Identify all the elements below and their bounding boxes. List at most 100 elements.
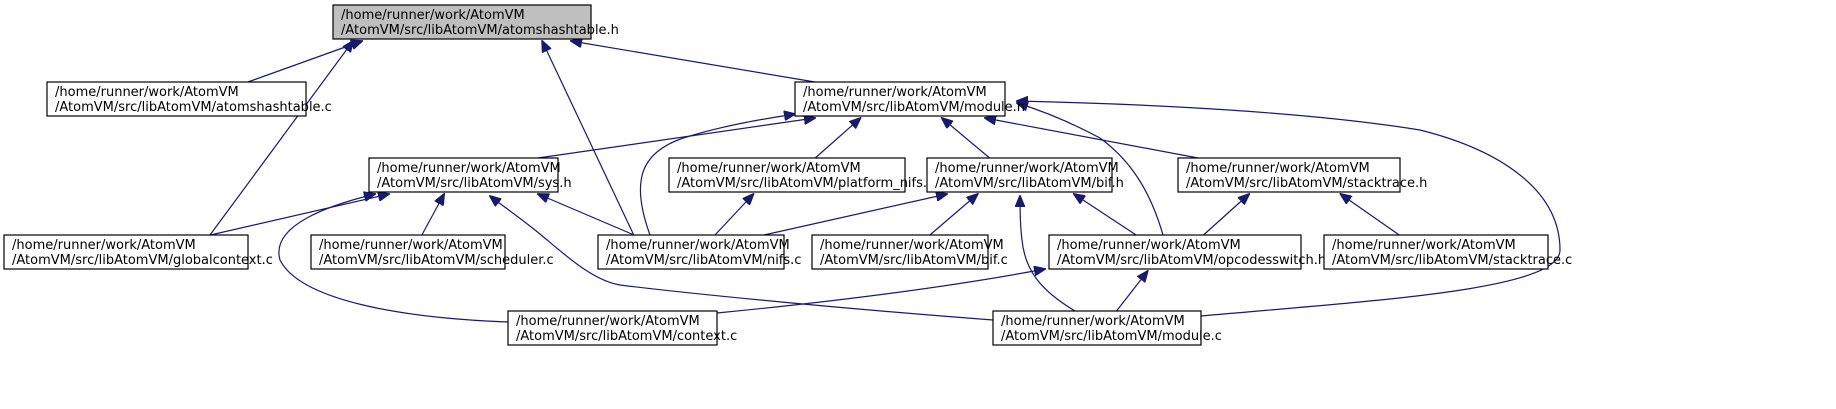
edge-line xyxy=(278,194,509,323)
node-box xyxy=(668,157,906,193)
node-box xyxy=(1048,234,1302,270)
node-label-line1: /home/runner/work/AtomVM xyxy=(12,238,196,253)
edge-nifs_c-to-module_h xyxy=(639,114,795,236)
node-stacktrace-c[interactable]: /home/runner/work/AtomVM/AtomVM/src/libA… xyxy=(1323,234,1572,270)
edge-line xyxy=(1074,194,1137,236)
edge-globalcontext_c-to-atomshashtable_h xyxy=(209,41,353,236)
node-label-line2: /AtomVM/src/libAtomVM/bif.c xyxy=(820,253,1008,268)
node-label-line1: /home/runner/work/AtomVM xyxy=(377,161,561,176)
node-label-line1: /home/runner/work/AtomVM xyxy=(341,8,525,23)
node-label-line1: /home/runner/work/AtomVM xyxy=(1001,314,1185,329)
node-box xyxy=(332,4,592,40)
node-label-line2: /AtomVM/src/libAtomVM/atomshashtable.c xyxy=(55,100,332,115)
edge-line xyxy=(210,194,389,236)
node-label-line2: /AtomVM/src/libAtomVM/stacktrace.c xyxy=(1332,253,1572,268)
edge-nifs_c-to-platform_nifs_h xyxy=(714,194,753,236)
edge-opcodesswitch_h-to-bif_h xyxy=(1074,194,1137,236)
node-label-line1: /home/runner/work/AtomVM xyxy=(1186,161,1370,176)
edge-nifs_c-to-bif_h xyxy=(763,194,947,236)
edge-line xyxy=(1203,194,1250,236)
node-label-line1: /home/runner/work/AtomVM xyxy=(677,161,861,176)
node-platform-nifs-h[interactable]: /home/runner/work/AtomVM/AtomVM/src/libA… xyxy=(668,157,935,193)
node-label-line2: /AtomVM/src/libAtomVM/platform_nifs.h xyxy=(677,176,935,191)
node-box xyxy=(926,157,1113,193)
node-context-c[interactable]: /home/runner/work/AtomVM/AtomVM/src/libA… xyxy=(507,310,737,346)
node-atomshashtable-h: /home/runner/work/AtomVM/AtomVM/src/libA… xyxy=(332,4,619,40)
node-box xyxy=(992,310,1202,346)
edge-line xyxy=(421,194,444,236)
edge-atomshashtable_c-to-atomshashtable_h xyxy=(247,41,362,83)
node-label-line2: /AtomVM/src/libAtomVM/globalcontext.c xyxy=(12,253,273,268)
edge-nifs_c-to-sys_h xyxy=(538,194,635,236)
node-label-line2: /AtomVM/src/libAtomVM/context.c xyxy=(516,329,737,344)
node-label-line2: /AtomVM/src/libAtomVM/stacktrace.h xyxy=(1186,176,1427,191)
node-box xyxy=(3,234,249,270)
nodes-layer: /home/runner/work/AtomVM/AtomVM/src/libA… xyxy=(3,4,1572,346)
node-label-line2: /AtomVM/src/libAtomVM/opcodesswitch.h xyxy=(1057,253,1326,268)
edge-context_c-to-opcodesswitch_h xyxy=(716,269,1045,314)
node-box xyxy=(310,234,506,270)
edge-module_c-to-sys_h xyxy=(490,196,994,321)
edge-nifs_c-to-atomshashtable_h xyxy=(542,41,635,236)
node-box xyxy=(507,310,718,346)
node-label-line2: /AtomVM/src/libAtomVM/module.h xyxy=(803,100,1025,115)
edge-module_c-to-opcodesswitch_h xyxy=(1116,271,1148,312)
node-box xyxy=(597,234,785,270)
edge-line xyxy=(639,114,795,236)
edge-opcodesswitch_h-to-module_h xyxy=(1017,103,1164,236)
node-opcodesswitch-h[interactable]: /home/runner/work/AtomVM/AtomVM/src/libA… xyxy=(1048,234,1326,270)
node-nifs-c[interactable]: /home/runner/work/AtomVM/AtomVM/src/libA… xyxy=(597,234,801,270)
edge-line xyxy=(542,41,635,236)
edge-line xyxy=(985,118,1199,159)
node-label-line1: /home/runner/work/AtomVM xyxy=(1332,238,1516,253)
edge-stacktrace_h-to-module_h xyxy=(985,118,1199,159)
node-label-line1: /home/runner/work/AtomVM xyxy=(935,161,1119,176)
node-module-h[interactable]: /home/runner/work/AtomVM/AtomVM/src/libA… xyxy=(794,81,1025,117)
node-bif-c[interactable]: /home/runner/work/AtomVM/AtomVM/src/libA… xyxy=(811,234,1008,270)
edge-line xyxy=(716,269,1045,314)
node-box xyxy=(1323,234,1549,270)
edge-line xyxy=(763,194,947,236)
node-atomshashtable-c[interactable]: /home/runner/work/AtomVM/AtomVM/src/libA… xyxy=(46,81,332,117)
edge-line xyxy=(942,118,991,159)
node-label-line1: /home/runner/work/AtomVM xyxy=(1057,238,1241,253)
edge-line xyxy=(1017,103,1164,236)
edge-opcodesswitch_h-to-stacktrace_h xyxy=(1203,194,1250,236)
node-box xyxy=(368,157,559,193)
node-box xyxy=(1177,157,1401,193)
edge-module_c-to-bif_h xyxy=(1020,196,1076,312)
edge-line xyxy=(490,196,994,321)
node-sys-h[interactable]: /home/runner/work/AtomVM/AtomVM/src/libA… xyxy=(368,157,572,193)
node-globalcontext-c[interactable]: /home/runner/work/AtomVM/AtomVM/src/libA… xyxy=(3,234,273,270)
edge-bif_c-to-bif_h xyxy=(929,194,978,236)
node-label-line1: /home/runner/work/AtomVM xyxy=(606,238,790,253)
node-label-line1: /home/runner/work/AtomVM xyxy=(516,314,700,329)
node-stacktrace-h[interactable]: /home/runner/work/AtomVM/AtomVM/src/libA… xyxy=(1177,157,1427,193)
edge-globalcontext_c-to-sys_h xyxy=(210,194,389,236)
edge-scheduler_c-to-sys_h xyxy=(421,194,444,236)
edge-context_c-to-sys_h xyxy=(278,194,509,323)
node-module-c[interactable]: /home/runner/work/AtomVM/AtomVM/src/libA… xyxy=(992,310,1222,346)
node-scheduler-c[interactable]: /home/runner/work/AtomVM/AtomVM/src/libA… xyxy=(310,234,554,270)
node-label-line2: /AtomVM/src/libAtomVM/module.c xyxy=(1001,329,1222,344)
edge-line xyxy=(814,118,860,159)
node-box xyxy=(811,234,989,270)
edge-line xyxy=(209,41,353,236)
node-label-line2: /AtomVM/src/libAtomVM/scheduler.c xyxy=(319,253,554,268)
edge-line xyxy=(1017,101,1561,317)
edge-platform_nifs_h-to-module_h xyxy=(814,118,860,159)
node-label-line2: /AtomVM/src/libAtomVM/bif.h xyxy=(935,176,1124,191)
edge-line xyxy=(571,41,816,83)
node-label-line2: /AtomVM/src/libAtomVM/sys.h xyxy=(377,176,572,191)
node-box xyxy=(794,81,1006,117)
node-label-line2: /AtomVM/src/libAtomVM/nifs.c xyxy=(606,253,801,268)
node-label-line1: /home/runner/work/AtomVM xyxy=(803,85,987,100)
edge-bif_h-to-module_h xyxy=(942,118,991,159)
edge-line xyxy=(929,194,978,236)
edge-line xyxy=(714,194,753,236)
node-label-line1: /home/runner/work/AtomVM xyxy=(55,85,239,100)
edge-line xyxy=(1116,271,1148,312)
node-box xyxy=(46,81,307,117)
node-bif-h[interactable]: /home/runner/work/AtomVM/AtomVM/src/libA… xyxy=(926,157,1124,193)
